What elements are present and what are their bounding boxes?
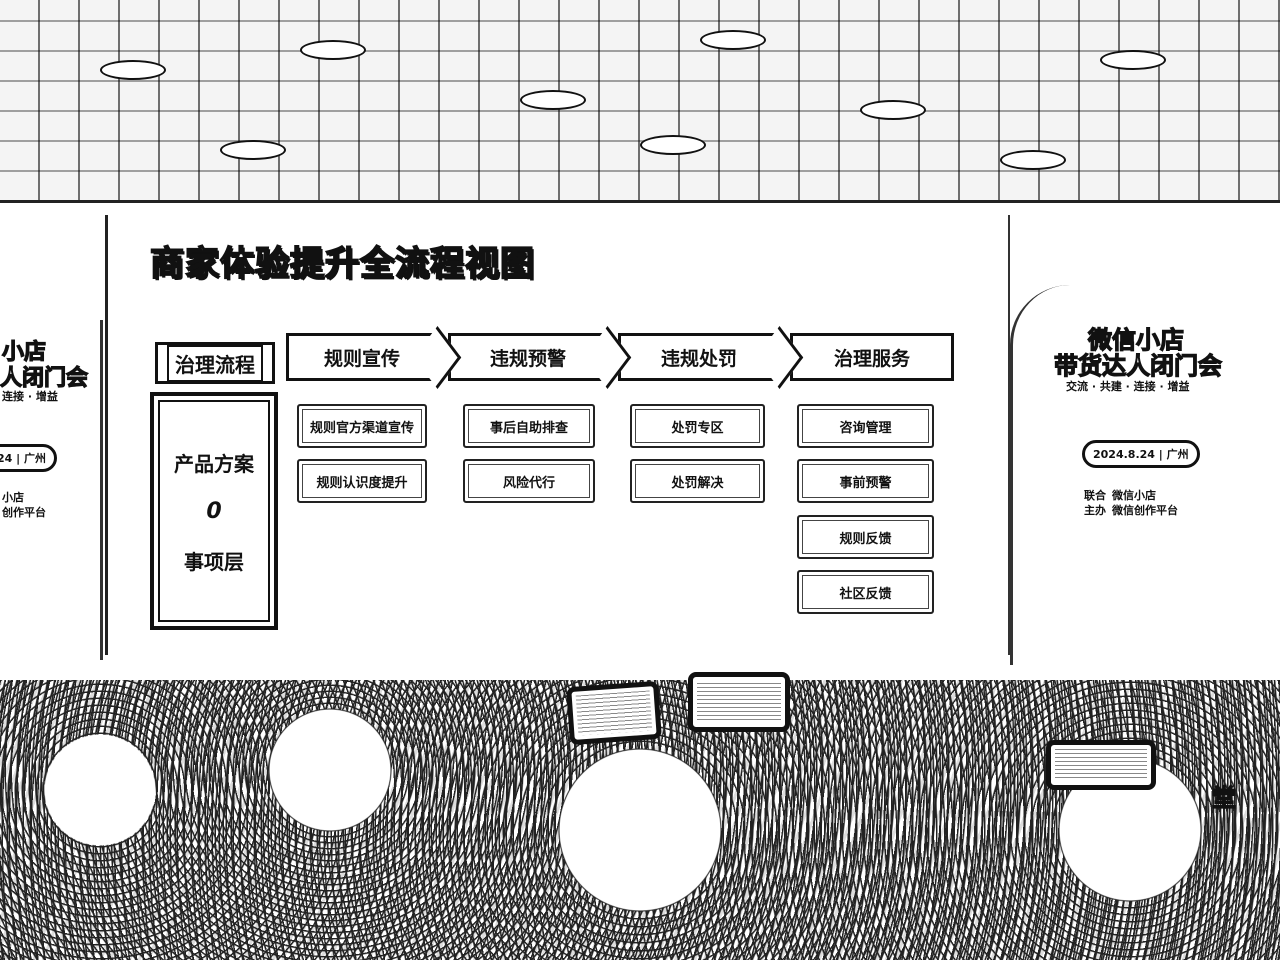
right-banner-line1: 微信小店 <box>1087 325 1184 354</box>
right-banner-meta-right: 微信小店 微信创作平台 <box>1112 489 1178 517</box>
ceiling-light <box>700 30 766 50</box>
process-steps: 规则宣传 违规预警 违规处罚 治理服务 <box>286 333 956 385</box>
cell-col1-row1: 规则官方渠道宣传 <box>297 404 427 448</box>
left-banner-date: 24 | 广州 <box>0 444 57 472</box>
cell-col3-row2: 处罚解决 <box>630 459 765 503</box>
ceiling-light <box>860 100 926 120</box>
left-banner-line2: 人闭门会 <box>0 365 89 391</box>
side-box-line1: 产品方案 <box>174 451 254 476</box>
step-violation-warning: 违规预警 <box>448 333 608 381</box>
ceiling-light <box>1100 50 1166 70</box>
right-event-banner <box>1010 285 1263 665</box>
side-box-line3: 事项层 <box>184 549 244 574</box>
left-event-banner: 小店 人闭门会 连接 · 增益 24 | 广州 小店 创作平台 <box>0 320 103 660</box>
audience-phone <box>688 672 790 732</box>
ceiling-light <box>520 90 586 110</box>
cell-col4-row4: 社区反馈 <box>797 570 934 614</box>
presentation-screen <box>105 215 1010 655</box>
cell-col3-row1: 处罚专区 <box>630 404 765 448</box>
ceiling-lighting-rig <box>0 0 1280 203</box>
ceiling-light <box>640 135 706 155</box>
cell-col4-row3: 规则反馈 <box>797 515 934 559</box>
right-banner-date: 2024.8.24 | 广州 <box>1082 440 1200 468</box>
left-banner-meta: 小店 创作平台 <box>2 491 46 519</box>
ceiling-light <box>300 40 366 60</box>
ceiling-light <box>100 60 166 80</box>
ceiling-light <box>1000 150 1066 170</box>
audience-phone <box>566 680 662 746</box>
ceiling-light <box>220 140 286 160</box>
step-rule-publicity: 规则宣传 <box>286 333 438 381</box>
right-banner-line2: 带货达人闭门会 <box>1053 351 1222 380</box>
flow-label: 治理流程 <box>155 342 275 384</box>
cell-col2-row1: 事后自助排查 <box>463 404 595 448</box>
left-banner-tagline: 连接 · 增益 <box>2 390 58 403</box>
right-banner-tagline: 交流 · 共建 · 连接 · 增益 <box>1066 380 1190 393</box>
slide-title: 商家体验提升全流程视图 <box>149 243 535 285</box>
cell-col1-row2: 规则认识度提升 <box>297 459 427 503</box>
product-plan-box: 产品方案 0 事项层 <box>150 392 278 630</box>
audience-phone <box>1046 740 1156 790</box>
cell-col4-row1: 咨询管理 <box>797 404 934 448</box>
cell-col2-row2: 风险代行 <box>463 459 595 503</box>
cell-col4-row2: 事前预警 <box>797 459 934 503</box>
right-banner-meta-left: 联合 主办 <box>1084 489 1106 517</box>
partial-sign-character: 堂 <box>1211 783 1236 812</box>
step-violation-penalty: 违规处罚 <box>618 333 780 381</box>
step-governance-service: 治理服务 <box>790 333 954 381</box>
left-banner-line1: 小店 <box>1 339 47 365</box>
side-box-line2: 0 <box>206 498 222 524</box>
